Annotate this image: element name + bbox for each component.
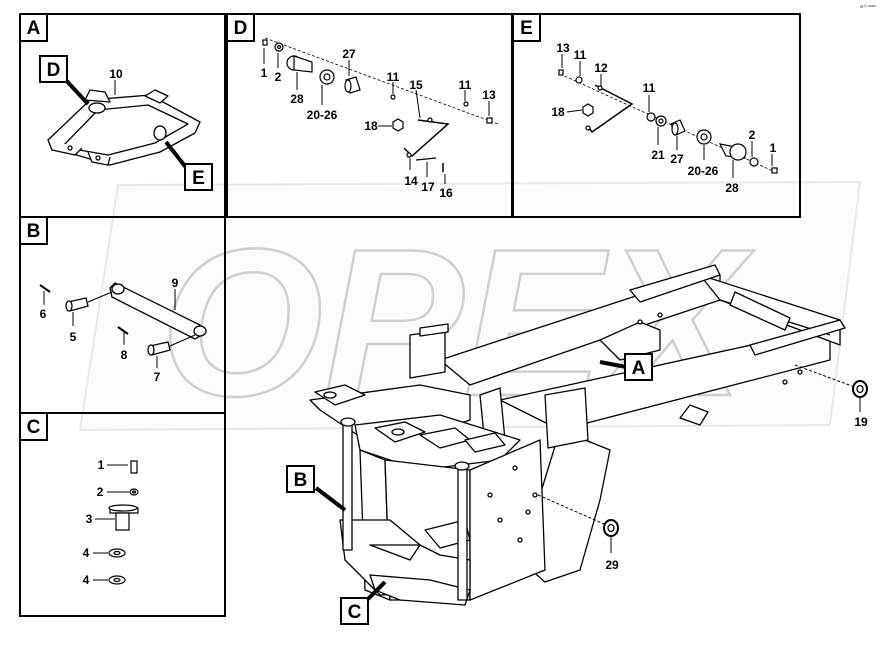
callout-d-label: D (47, 60, 61, 81)
part-number: 18 (551, 105, 565, 119)
part-number: 28 (290, 92, 304, 106)
part-number: 4 (83, 573, 90, 587)
panel-a: A D E 10 (19, 13, 226, 218)
part-number: 2 (97, 485, 104, 499)
part-number: 10 (109, 67, 123, 81)
callout-e (184, 163, 213, 191)
pivot-kit-e-drawing (558, 69, 778, 174)
part-number: 28 (725, 181, 739, 195)
part-number: 12 (594, 61, 608, 75)
part-number: 20-26 (688, 164, 719, 178)
part-number: 13 (482, 88, 496, 102)
panel-c: C 1 2 3 4 4 (19, 412, 226, 617)
callout-b-label: B (294, 470, 308, 491)
part-number: 2 (275, 70, 282, 84)
part-number: 14 (404, 174, 418, 188)
callout-a-label: A (632, 358, 646, 379)
callout-a (624, 353, 653, 381)
part-number: 17 (421, 180, 435, 194)
part-number: 1 (98, 458, 105, 472)
part-number: 7 (154, 370, 161, 384)
panel-c-tag (19, 412, 48, 441)
callout-c (340, 597, 369, 625)
part-number: 1 (770, 141, 777, 155)
part-number: 19 (854, 415, 868, 429)
part-number: 11 (574, 48, 587, 62)
part-number: 11 (643, 81, 656, 95)
part-number: 9 (172, 276, 179, 290)
part-number: 16 (439, 186, 453, 200)
callout-c-label: C (348, 602, 362, 623)
panel-a-tag (19, 13, 48, 42)
panel-b: B 6 5 9 8 7 (19, 216, 226, 414)
callout-d (39, 55, 68, 83)
panel-e-label: E (520, 18, 533, 39)
part-number: 11 (387, 70, 400, 84)
callout-e-label: E (192, 168, 205, 189)
panel-b-label: B (27, 221, 41, 242)
part-number: 5 (70, 330, 77, 344)
part-number: 21 (651, 148, 665, 162)
part-number: 1 (261, 66, 268, 80)
part-number: 11 (459, 78, 472, 92)
part-number: 4 (83, 546, 90, 560)
panel-e: E 13 11 12 18 11 21 27 (512, 13, 801, 218)
panel-c-label: C (27, 417, 41, 438)
part-number: 27 (342, 47, 356, 61)
main-frame-drawing (309, 264, 868, 606)
pivot-kit-drawing (262, 37, 499, 172)
part-number: 13 (556, 41, 570, 55)
link-rod-drawing (39, 282, 207, 356)
part-number: 20-26 (307, 108, 338, 122)
panel-d-tag (226, 13, 255, 42)
pin-stack-drawing (108, 460, 139, 585)
part-number: 15 (409, 78, 423, 92)
callout-b (286, 465, 315, 493)
part-number: 3 (86, 512, 93, 526)
part-number: 18 (364, 119, 378, 133)
part-number: 8 (121, 348, 128, 362)
part-number: 29 (605, 558, 619, 572)
subframe-drawing (47, 89, 201, 166)
panel-a-label: A (27, 18, 41, 39)
panel-d: D 1 2 28 20-26 27 11 1 (226, 13, 513, 218)
panel-d-label: D (234, 18, 248, 39)
corner-code: a⁴³ ᵃᵃᵃᵃ (860, 4, 876, 10)
part-number: 27 (670, 152, 684, 166)
part-number: 2 (749, 128, 756, 142)
panel-e-tag (512, 13, 541, 42)
part-number: 6 (40, 307, 47, 321)
panel-b-tag (19, 216, 48, 245)
